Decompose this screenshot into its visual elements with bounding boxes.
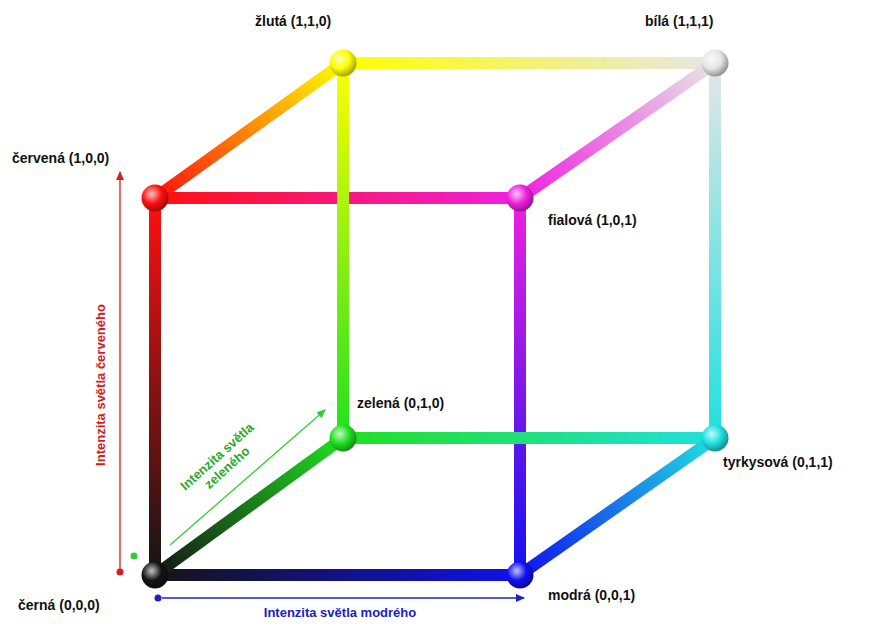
vertex-label: modrá (0,0,1) (548, 587, 635, 604)
sphere-shape (702, 50, 729, 77)
cube-edge-tube (529, 444, 706, 568)
cube-edge-tube (529, 69, 706, 191)
cube-edge-tube (166, 569, 509, 581)
sphere-shape (330, 50, 357, 77)
sphere-shape (507, 562, 534, 589)
color-vertex: tyrkysová (0,1,1) (701, 424, 729, 452)
sphere-shape (142, 562, 169, 589)
vertex-label: tyrkysová (0,1,1) (723, 454, 833, 471)
cube-edge-tube (164, 444, 334, 568)
color-vertex: černá (0,0,0) (141, 561, 169, 589)
vertex-sphere (329, 49, 357, 77)
vertex-label: fialová (1,0,1) (548, 212, 637, 229)
cube-edge-tube (354, 57, 704, 69)
blue-axis-label: Intenzita světla modrého (264, 605, 416, 620)
vertex-sphere (506, 184, 534, 212)
color-vertex: zelená (0,1,0) (329, 424, 357, 452)
vertex-sphere (141, 561, 169, 589)
vertex-label: bílá (1,1,1) (645, 13, 713, 30)
cube-edge-tube (337, 74, 349, 427)
vertex-label: zelená (0,1,0) (357, 395, 444, 412)
vertex-sphere (329, 424, 357, 452)
red-axis-dot (117, 569, 124, 576)
red-axis-label: Intenzita světla červeného (93, 304, 108, 466)
vertex-sphere (701, 49, 729, 77)
cube-edge-tube (149, 209, 161, 564)
vertex-sphere (506, 561, 534, 589)
cube-edge-tube (354, 432, 704, 444)
vertex-label: černá (0,0,0) (18, 597, 100, 614)
red-axis-arrow (119, 172, 120, 570)
vertex-sphere (701, 424, 729, 452)
vertex-label: žlutá (1,1,0) (255, 13, 331, 30)
cube-edge-tube (514, 209, 526, 564)
blue-axis-dot (155, 595, 162, 602)
sphere-shape (330, 425, 357, 452)
blue-axis-arrow (162, 597, 524, 598)
color-vertex: fialová (1,0,1) (506, 184, 534, 212)
color-vertex: žlutá (1,1,0) (329, 49, 357, 77)
cube-edge-tube (164, 69, 334, 191)
vertex-sphere (141, 184, 169, 212)
color-vertex: červená (1,0,0) (141, 184, 169, 212)
sphere-shape (142, 185, 169, 212)
cube-edge-tube (709, 74, 721, 427)
sphere-shape (507, 185, 534, 212)
green-axis-dot (131, 553, 138, 560)
sphere-shape (702, 425, 729, 452)
vertex-label: červená (1,0,0) (12, 150, 109, 167)
color-vertex: bílá (1,1,1) (701, 49, 729, 77)
color-vertex: modrá (0,0,1) (506, 561, 534, 589)
